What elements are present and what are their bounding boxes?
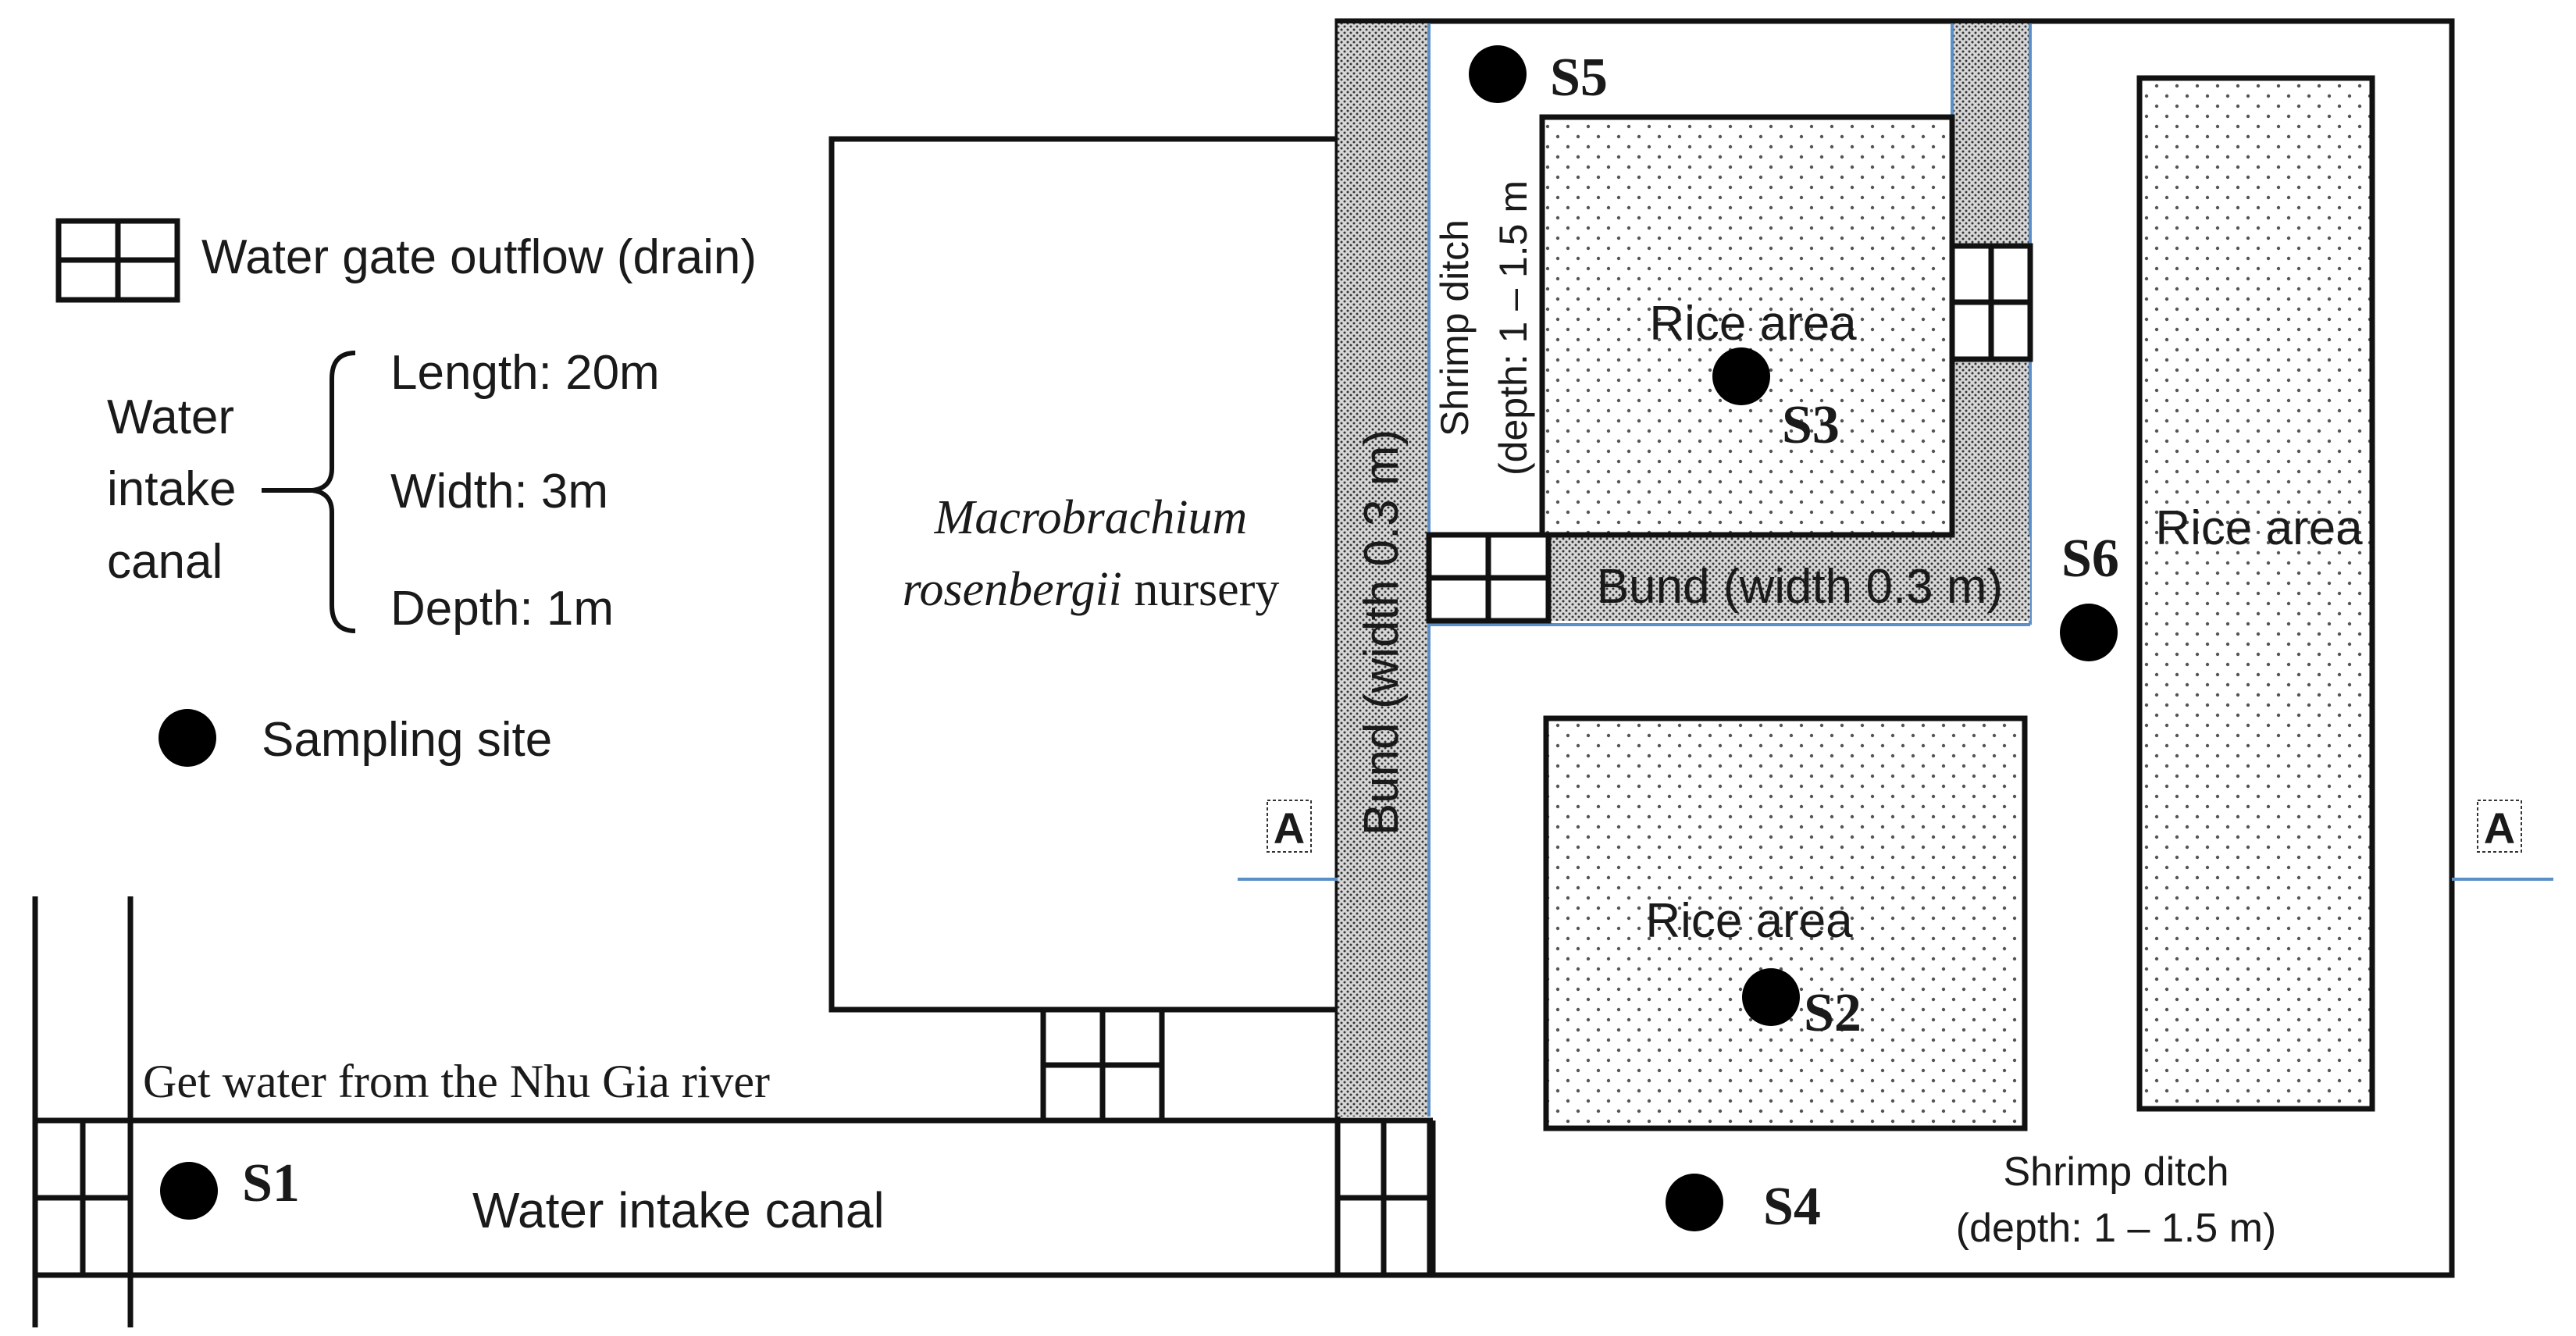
rice-area-top — [1539, 114, 1955, 538]
shrimp-ditch-vertical-label-1: Shrimp ditch — [1433, 219, 1477, 436]
river-source-label: Get water from the Nhu Gia river — [143, 1056, 770, 1107]
sampling-site-s2-label: S2 — [1804, 983, 1862, 1043]
section-marker-left-box — [1267, 800, 1312, 853]
canal-legend-brace — [312, 351, 356, 633]
sampling-site-s1-dot — [160, 1162, 218, 1220]
sampling-site-s3-label: S3 — [1782, 395, 1840, 455]
bund-horizontal — [1548, 535, 2030, 621]
water-gate-canal-inlet — [32, 1117, 134, 1278]
nursery-label-line1: Macrobrachium — [934, 491, 1248, 544]
shrimp-ditch-bottom-label-1: Shrimp ditch — [2004, 1149, 2229, 1195]
rice-area-bottom — [1543, 715, 2028, 1131]
water-gate-rice-top-right — [1949, 243, 2033, 362]
sampling-site-s6-label: S6 — [2061, 529, 2119, 589]
bund-vertical-label: Bund (width 0.3 m) — [1355, 429, 1409, 835]
canal-width-label: Width: 3m — [390, 465, 608, 518]
rice-area-top-label: Rice area — [1649, 297, 1857, 351]
bund-vertical — [1338, 23, 1427, 1117]
bund-horizontal-label: Bund (width 0.3 m) — [1597, 560, 2003, 614]
sampling-site-s3-dot — [1712, 347, 1770, 405]
water-gate-legend-label: Water gate outflow (drain) — [201, 230, 757, 284]
sampling-site-s1-label: S1 — [242, 1153, 300, 1213]
sampling-site-s4-label: S4 — [1763, 1177, 1821, 1237]
section-marker-left: A — [1274, 803, 1305, 853]
sampling-site-s6-dot — [2060, 604, 2118, 661]
water-gate-rice-top-left — [1426, 532, 1552, 624]
sampling-site-s2-dot — [1742, 968, 1800, 1026]
intake-canal-label: Water intake canal — [472, 1182, 885, 1238]
canal-legend-label-line3: canal — [107, 535, 223, 589]
shrimp-ditch-bottom-label-2: (depth: 1 – 1.5 m) — [1956, 1206, 2276, 1251]
sampling-site-s5-label: S5 — [1550, 48, 1608, 108]
rice-area-right-label: Rice area — [2155, 501, 2363, 555]
nursery-label-line2: rosenbergii nursery — [903, 563, 1280, 616]
section-marker-right-box — [2477, 800, 2522, 853]
sampling-site-s4-dot — [1666, 1174, 1723, 1231]
canal-depth-label: Depth: 1m — [390, 582, 614, 636]
sampling-site-s5-dot — [1469, 45, 1527, 103]
water-gate-legend-icon — [55, 218, 180, 303]
shrimp-ditch-vertical-label-2: (depth: 1 – 1.5 m — [1491, 180, 1535, 476]
water-gate-farm-inlet — [1334, 1117, 1433, 1278]
canal-legend-label-line2: intake — [107, 462, 236, 516]
section-marker-right: A — [2484, 803, 2515, 853]
rice-area-bottom-label: Rice area — [1645, 894, 1853, 948]
sampling-site-legend-dot — [159, 709, 216, 767]
canal-legend-label-line1: Water — [107, 390, 234, 444]
legend: Water gate outflow (drain) Water intake … — [55, 218, 757, 767]
water-gate-nursery — [1040, 1006, 1165, 1124]
rice-area-right — [2136, 75, 2375, 1112]
sampling-site-legend-label: Sampling site — [262, 713, 552, 767]
canal-length-label: Length: 20m — [390, 346, 660, 400]
